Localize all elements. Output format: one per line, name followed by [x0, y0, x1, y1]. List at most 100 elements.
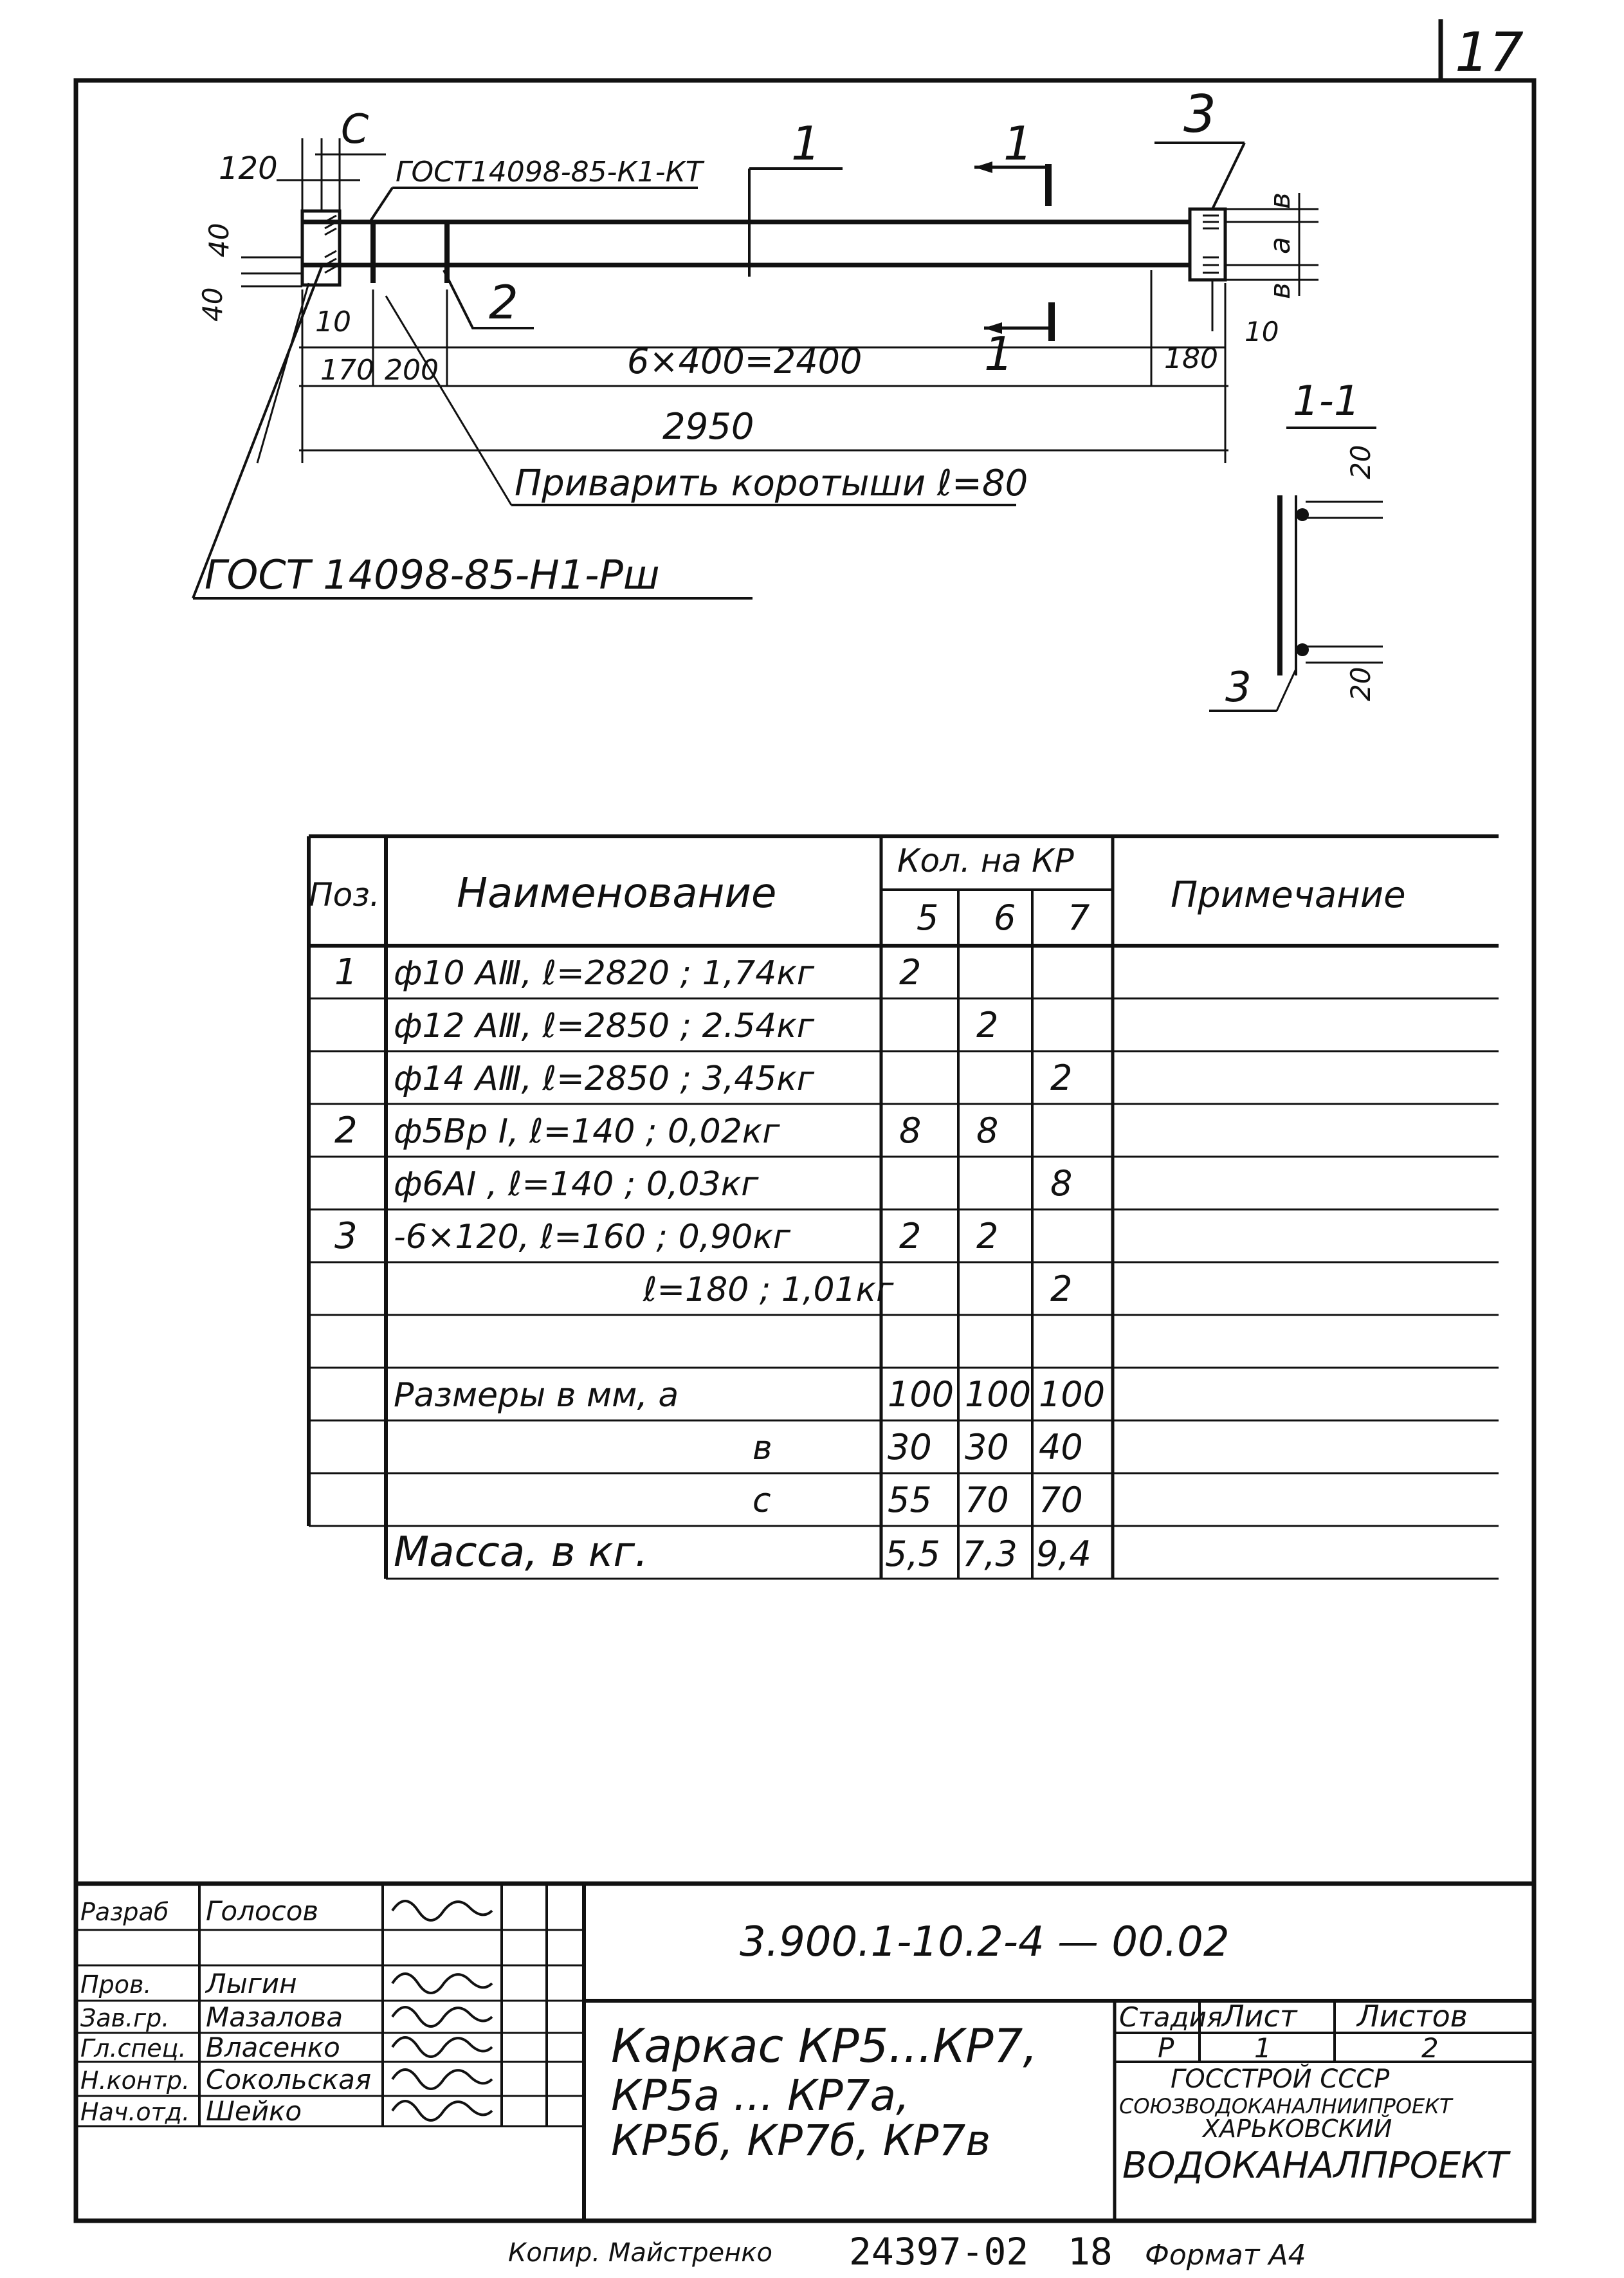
svg-text:1: 1: [1003, 116, 1033, 170]
svg-text:10: 10: [1245, 316, 1279, 347]
footer-format: Формат А4: [1145, 2239, 1306, 2272]
row-qty-6: 100: [965, 1374, 1031, 1415]
inventory-number: 24397-02: [849, 2230, 1028, 2273]
qty-col-6: 6: [994, 897, 1016, 938]
person-name: Лыгин: [205, 1968, 297, 1999]
signature-row: Зав.гр.Мазалова: [80, 2001, 493, 2033]
column-header-qty: Кол. на КР: [897, 842, 1075, 879]
svg-text:Приварить коротыши ℓ=80: Приварить коротыши ℓ=80: [515, 463, 1028, 504]
row-qty-5: 55: [888, 1480, 932, 1520]
svg-text:20: 20: [1345, 667, 1376, 701]
row-qty-6: 30: [965, 1427, 1009, 1467]
row-pos: 3: [334, 1215, 358, 1257]
svg-text:40: 40: [197, 288, 228, 322]
table-row: ℓ=180 ; 1,01кг 2: [643, 1269, 1072, 1309]
stage-label: Стадия: [1119, 2001, 1223, 2033]
svg-text:в: в: [1264, 282, 1297, 299]
drawing-title-line3: КР5б, КР7б, КР7в: [611, 2116, 990, 2165]
svg-text:6×400=2400: 6×400=2400: [627, 341, 862, 381]
svg-text:3: 3: [1183, 84, 1216, 144]
svg-text:180: 180: [1164, 342, 1218, 375]
signature-row: Н.контр. Сокольская: [80, 2064, 493, 2095]
svg-text:2: 2: [489, 275, 518, 329]
svg-text:10: 10: [315, 306, 351, 338]
column-header-note: Примечание: [1171, 874, 1406, 916]
row-name: ф12 АⅢ, ℓ=2850 ; 2.54кг: [394, 1007, 815, 1045]
role-label: Н.контр.: [80, 2066, 190, 2095]
signature-scribble: [391, 1900, 493, 1922]
org-line4: ВОДОКАНАЛПРОЕКТ: [1122, 2145, 1511, 2187]
mass-value: 9,4: [1036, 1534, 1091, 1574]
svg-text:в: в: [1264, 192, 1297, 209]
signature-scribble: [391, 2036, 493, 2058]
role-label: Пров.: [80, 1970, 151, 1999]
person-name: Власенко: [206, 2032, 340, 2063]
row-qty-7: 2: [1050, 1058, 1072, 1098]
row-name: ф10 АⅢ, ℓ=2820 ; 1,74кг: [394, 954, 815, 993]
signature-scribble: [391, 2068, 493, 2090]
row-name: с: [753, 1482, 771, 1520]
row-qty-7: 70: [1039, 1480, 1083, 1520]
table-row: ф6АⅠ , ℓ=140 ; 0,03кг 8: [394, 1163, 1072, 1204]
svg-text:C: C: [341, 106, 369, 152]
row-qty-7: 100: [1039, 1374, 1105, 1415]
footer: Копир. Майстренко 24397-02 18 Формат А4: [508, 2230, 1306, 2273]
svg-text:1-1: 1-1: [1293, 378, 1360, 425]
document-code: 3.900.1-10.2-4 — 00.02: [740, 1918, 1230, 1966]
row-name: ф6АⅠ , ℓ=140 ; 0,03кг: [394, 1165, 759, 1204]
svg-text:2950: 2950: [662, 406, 754, 448]
person-name: Сокольская: [206, 2064, 371, 2095]
signature-row: Пров. Лыгин: [80, 1968, 493, 1999]
person-name: Мазалова: [206, 2001, 343, 2033]
svg-text:1: 1: [791, 116, 821, 170]
signature-scribble: [391, 2100, 493, 2122]
row-qty-5: 2: [899, 1216, 921, 1256]
row-qty-6: 70: [965, 1480, 1009, 1520]
row-qty-6: 2: [976, 1216, 998, 1256]
svg-text:а: а: [1264, 237, 1297, 254]
role-label: Гл.спец.: [80, 2034, 187, 2062]
signature-row: Гл.спец. Власенко: [80, 2032, 493, 2063]
row-qty-7: 8: [1050, 1163, 1072, 1204]
drawing-title-line1: Каркас КР5...КР7,: [611, 2019, 1037, 2073]
row-name: Размеры в мм, а: [394, 1376, 679, 1415]
svg-text:3: 3: [1225, 664, 1252, 712]
svg-text:ГОСТ14098-85-К1-КТ: ГОСТ14098-85-К1-КТ: [396, 156, 705, 188]
signature-row: Нач.отд. Шейко: [80, 2095, 493, 2127]
row-name: -6×120, ℓ=160 ; 0,90кг: [394, 1218, 791, 1256]
sheet-number: 17: [1455, 21, 1524, 84]
row-pos: 2: [334, 1110, 358, 1152]
rebar-cage-drawing: 1 1 1 3 2 120 C ГОСТ14098-85-К1-КТ 40 40…: [192, 84, 1383, 712]
svg-text:120: 120: [219, 151, 278, 187]
row-qty-7: 2: [1050, 1269, 1072, 1309]
role-label: Нач.отд.: [80, 2098, 190, 2126]
role-label: Разраб: [80, 1898, 169, 1926]
svg-text:ГОСТ 14098-85-Н1-Рш: ГОСТ 14098-85-Н1-Рш: [205, 551, 660, 598]
mass-label: Масса, в кг.: [394, 1529, 648, 1576]
row-name: ф14 АⅢ, ℓ=2850 ; 3,45кг: [394, 1060, 815, 1098]
copied-by: Копир. Майстренко: [508, 2238, 772, 2268]
sheets-value: 2: [1421, 2032, 1439, 2064]
row-qty-5: 30: [888, 1427, 932, 1467]
sheet-value: 1: [1254, 2032, 1272, 2064]
table-row: 3 -6×120, ℓ=160 ; 0,90кг 2 2: [334, 1215, 998, 1257]
signature-scribble: [391, 1972, 493, 1994]
stage-value: Р: [1158, 2032, 1174, 2064]
row-name: ℓ=180 ; 1,01кг: [643, 1271, 894, 1309]
row-qty-5: 100: [888, 1374, 954, 1415]
mass-value: 5,5: [885, 1534, 940, 1574]
org-line3: ХАРЬКОВСКИЙ: [1201, 2115, 1392, 2143]
person-name: Шейко: [206, 2095, 302, 2127]
row-name: ф5Вр Ⅰ, ℓ=140 ; 0,02кг: [394, 1112, 780, 1151]
table-row: с 55 70 70: [753, 1480, 1083, 1520]
svg-text:20: 20: [1345, 445, 1376, 479]
row-qty-5: 8: [899, 1110, 921, 1151]
